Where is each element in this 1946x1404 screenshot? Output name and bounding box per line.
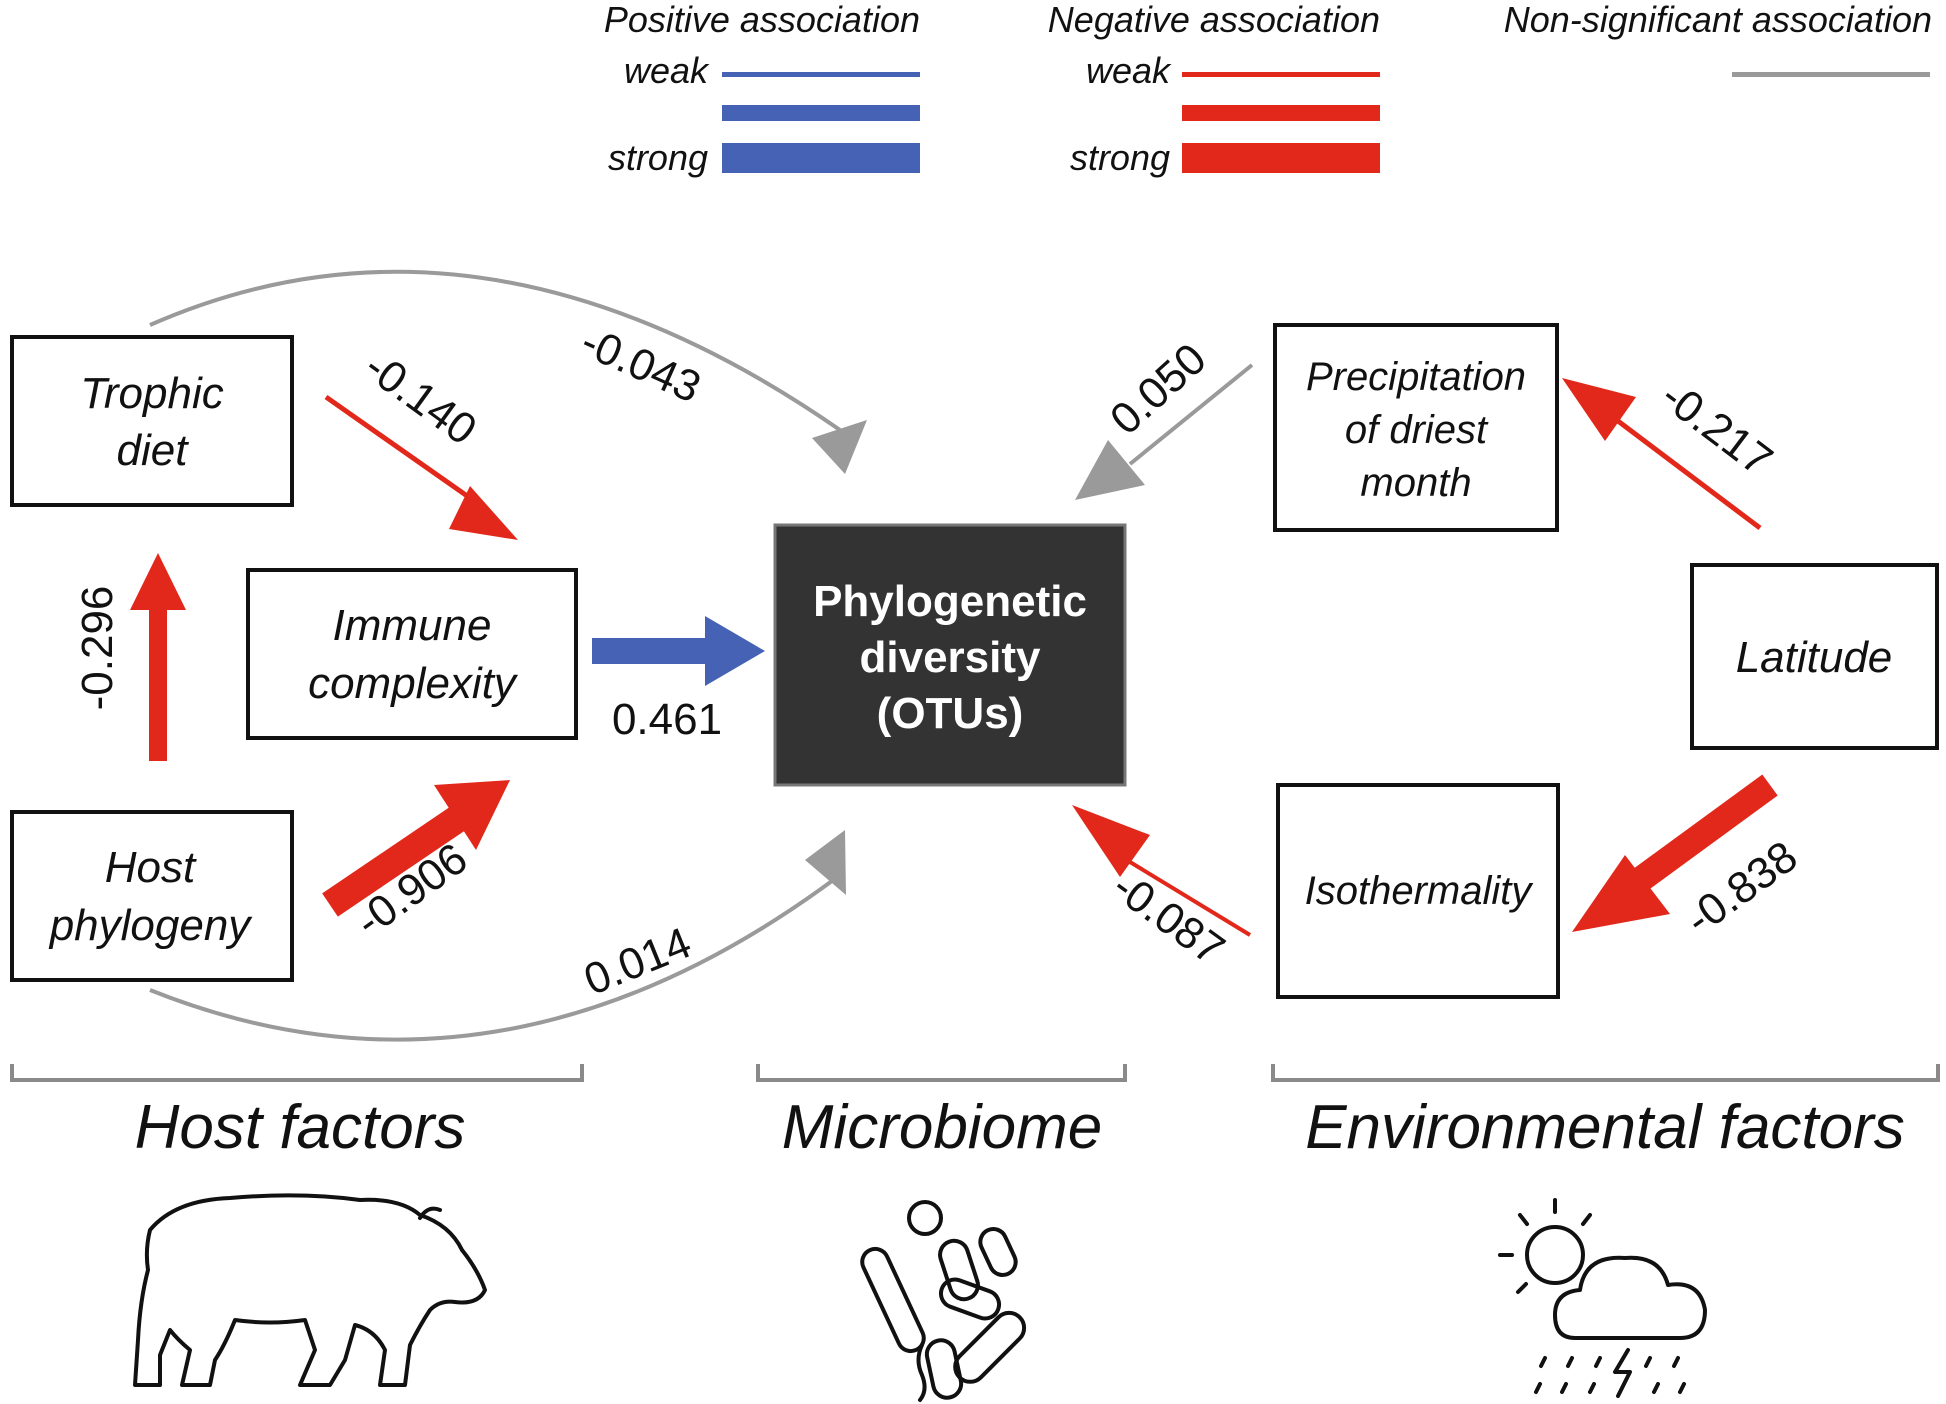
- arrowhead-diet-to-diversity: [812, 420, 867, 474]
- legend-negative-weak-line: [1182, 72, 1380, 77]
- node-precipitation-line3: month: [1360, 461, 1471, 505]
- arrow-phylogeny-to-immune: [322, 805, 468, 917]
- group-label-environment: Environmental factors: [1305, 1093, 1905, 1162]
- arrow-isothermality-to-diversity: [1128, 860, 1252, 937]
- node-trophic-diet-line2: diet: [117, 426, 190, 475]
- arrow-immune-to-diversity: [592, 638, 710, 664]
- group-label-microbiome: Microbiome: [782, 1093, 1102, 1162]
- node-host-phylogeny: Host phylogeny: [10, 810, 294, 982]
- arrow-diet-to-immune: [324, 394, 482, 508]
- arrowhead-phylogeny-to-diet: [130, 553, 186, 610]
- weather-icon: [1498, 1198, 1707, 1398]
- legend-negative-strong-line: [1182, 143, 1380, 173]
- node-immune-complexity-line1: Immune: [333, 601, 492, 650]
- node-trophic-diet: Trophic diet: [10, 335, 294, 507]
- legend-positive-medium-line: [722, 105, 920, 121]
- node-latitude: Latitude: [1690, 563, 1939, 750]
- arrowhead-diet-to-immune: [449, 486, 518, 540]
- arrowhead-isothermality-to-diversity: [1072, 805, 1150, 877]
- node-host-phylogeny-line1: Host: [105, 843, 197, 892]
- arrowhead-immune-to-diversity: [705, 616, 765, 686]
- legend-negative-weak-label: weak: [1086, 50, 1172, 91]
- bear-icon: [133, 1193, 487, 1387]
- bracket-environment: [1271, 1064, 1940, 1082]
- arrow-latitude-to-precipitation: [1608, 413, 1762, 530]
- legend-positive-strong-label: strong: [608, 137, 708, 178]
- node-isothermality-line1: Isothermality: [1305, 869, 1535, 913]
- node-immune-complexity: Immune complexity: [246, 568, 578, 740]
- bacteria-icon: [860, 1200, 1027, 1402]
- legend-negative-medium-line: [1182, 105, 1380, 121]
- coef-phylogeny-to-diet: -0.296: [73, 586, 122, 711]
- coef-diet-to-immune: -0.140: [356, 342, 486, 455]
- arrow-phylogeny-to-diet: [149, 598, 167, 761]
- arrowhead-latitude-to-precipitation: [1562, 378, 1636, 441]
- node-diversity-line2: diversity: [860, 633, 1042, 682]
- coef-precipitation-to-diversity: 0.050: [1101, 334, 1216, 444]
- legend-negative-strong-label: strong: [1070, 137, 1170, 178]
- arrowhead-phylogeny-to-diversity: [805, 830, 846, 895]
- arrow-precipitation-to-diversity: [1128, 363, 1254, 466]
- node-trophic-diet-line1: Trophic: [80, 369, 223, 418]
- node-precipitation: Precipitation of driest month: [1273, 323, 1559, 532]
- legend-positive-title: Positive association: [604, 0, 920, 40]
- arrowhead-precipitation-to-diversity: [1075, 440, 1145, 500]
- coef-diet-to-diversity: -0.043: [574, 317, 708, 413]
- legend-nonsignificant-title: Non-significant association: [1504, 0, 1932, 40]
- legend-positive-weak-line: [722, 72, 920, 77]
- arrowhead-phylogeny-to-immune: [434, 780, 510, 850]
- legend-negative-title: Negative association: [1048, 0, 1380, 40]
- arrow-diet-to-diversity: [149, 269, 842, 432]
- legend-positive-weak-label: weak: [624, 50, 710, 91]
- legend-positive-strong-line: [722, 143, 920, 173]
- node-diversity-line3: (OTUs): [877, 689, 1024, 738]
- node-host-phylogeny-line2: phylogeny: [48, 901, 254, 950]
- legend-nonsignificant-line: [1732, 72, 1930, 77]
- node-phylogenetic-diversity: Phylogenetic diversity (OTUs): [773, 523, 1127, 787]
- arrow-phylogeny-to-diversity: [149, 873, 842, 1042]
- node-immune-complexity-line2: complexity: [308, 659, 519, 708]
- coef-immune-to-diversity: 0.461: [612, 695, 722, 744]
- coef-isothermality-to-diversity: -0.087: [1104, 862, 1234, 975]
- group-label-host: Host factors: [135, 1093, 466, 1162]
- arrow-latitude-to-isothermality: [1632, 774, 1778, 891]
- node-precipitation-line1: Precipitation: [1306, 355, 1526, 399]
- arrowhead-latitude-to-isothermality: [1572, 855, 1670, 932]
- legend: Positive association weak strong Negativ…: [604, 0, 1932, 178]
- node-precipitation-line2: of driest: [1345, 408, 1489, 452]
- node-isothermality: Isothermality: [1276, 783, 1560, 999]
- bracket-microbiome: [756, 1064, 1127, 1082]
- bracket-host: [10, 1064, 584, 1082]
- node-latitude-line1: Latitude: [1736, 633, 1893, 682]
- node-diversity-line1: Phylogenetic: [813, 577, 1087, 626]
- coef-latitude-to-precipitation: -0.217: [1652, 371, 1781, 485]
